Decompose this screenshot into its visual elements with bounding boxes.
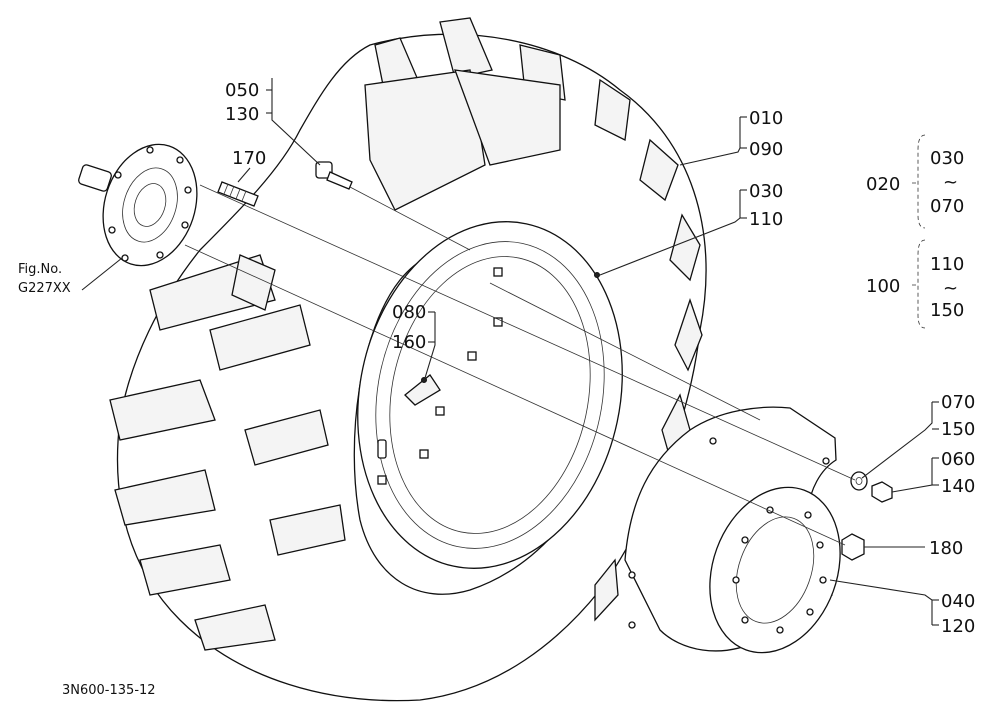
- callout-180: 180: [929, 538, 963, 559]
- washer-070-150: [850, 471, 868, 491]
- group-020-to: 070: [930, 196, 964, 217]
- group-100-from: 110: [930, 254, 964, 275]
- hub-reference-line1: Fig.No.: [18, 262, 62, 277]
- callout-060: 060: [941, 449, 975, 470]
- callout-labels: 050 130 170 010 090 030 110 080 160 070 …: [18, 80, 975, 698]
- callout-110: 110: [749, 209, 783, 230]
- callout-130: 130: [225, 104, 259, 125]
- nut-060-140: [871, 481, 893, 503]
- axle-hub: [78, 143, 198, 267]
- callout-150: 150: [941, 419, 975, 440]
- callout-010: 010: [749, 108, 783, 129]
- group-100-to: 150: [930, 300, 964, 321]
- callout-090: 090: [749, 139, 783, 160]
- assembly-axis-lines: [184, 184, 856, 546]
- wheel-rim: [357, 221, 623, 569]
- group-020-tilde: ~: [943, 172, 958, 193]
- callout-140: 140: [941, 476, 975, 497]
- callout-160: 160: [392, 332, 426, 353]
- center-disc: [624, 406, 841, 654]
- callout-050: 050: [225, 80, 259, 101]
- callout-070: 070: [941, 392, 975, 413]
- group-100-label: 100: [866, 276, 900, 297]
- group-100-tilde: ~: [943, 278, 958, 299]
- callout-040: 040: [941, 591, 975, 612]
- callout-030: 030: [749, 181, 783, 202]
- callout-170: 170: [232, 148, 266, 169]
- leader-lines: [81, 78, 939, 626]
- group-020-label: 020: [866, 174, 900, 195]
- hub-reference-line2: G227XX: [18, 281, 71, 296]
- stud-bolt-170: [217, 181, 259, 207]
- callout-080: 080: [392, 302, 426, 323]
- bolt-050-130: [315, 161, 353, 190]
- nut-180: [841, 533, 865, 561]
- callout-120: 120: [941, 616, 975, 637]
- group-020-from: 030: [930, 148, 964, 169]
- drawing-id: 3N600-135-12: [62, 683, 156, 698]
